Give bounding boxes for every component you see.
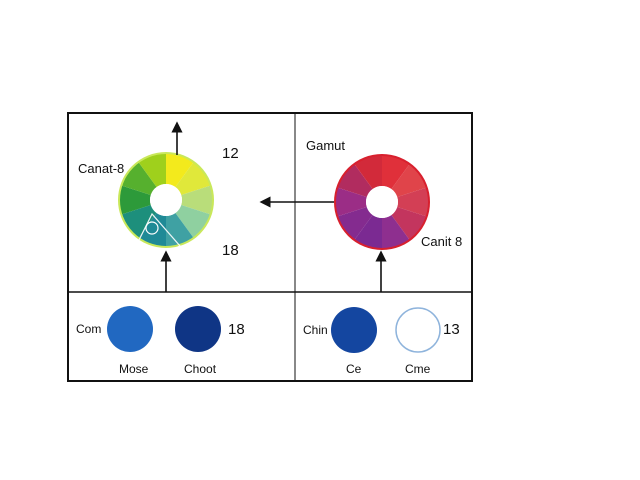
- wheel-segment: [181, 185, 213, 215]
- value-bottom: 18: [222, 242, 239, 259]
- value-right: 13: [443, 321, 460, 338]
- color-wheel-yellow-green: [118, 152, 214, 248]
- outer-frame: [67, 112, 473, 382]
- value-top: 12: [222, 145, 239, 162]
- wheel-segment: [166, 153, 194, 188]
- row-label-left: Com: [76, 322, 102, 336]
- selection-marker: [145, 221, 159, 235]
- swatch-label-1: Mose: [119, 362, 149, 376]
- swatch-label-2: Choot: [184, 362, 217, 376]
- swatch-label-3: Ce: [346, 362, 362, 376]
- wheel1-label: Canat-8: [78, 161, 125, 176]
- wheel-center-hole: [366, 186, 398, 218]
- color-wheel-red-purple: [334, 154, 430, 250]
- swatch-blue: [107, 306, 153, 352]
- wheel-segment: [382, 214, 410, 249]
- wheel-segment: [354, 214, 382, 249]
- wheel-rim: [334, 154, 430, 250]
- swatch-split-notch: [408, 310, 422, 350]
- wheel-center-hole: [150, 184, 182, 216]
- panel-title: Gamut: [306, 138, 346, 153]
- wheel-segment: [382, 155, 410, 190]
- swatch-label-4: Cme: [405, 362, 431, 376]
- row-label-right: Chin: [303, 323, 328, 337]
- wheel-segment: [119, 185, 151, 215]
- wheel2-label: Canit 8: [421, 234, 463, 249]
- swatch-navy: [175, 306, 221, 352]
- wheel-segment: [354, 155, 382, 190]
- selection-wedge-outline: [135, 212, 181, 252]
- wheel-rim: [118, 152, 214, 248]
- wheel-segment: [334, 187, 367, 217]
- swatch-mid-blue: [331, 307, 377, 353]
- wheel-segment: [138, 153, 166, 188]
- wheel-segment: [397, 187, 429, 217]
- value-left: 18: [228, 321, 245, 338]
